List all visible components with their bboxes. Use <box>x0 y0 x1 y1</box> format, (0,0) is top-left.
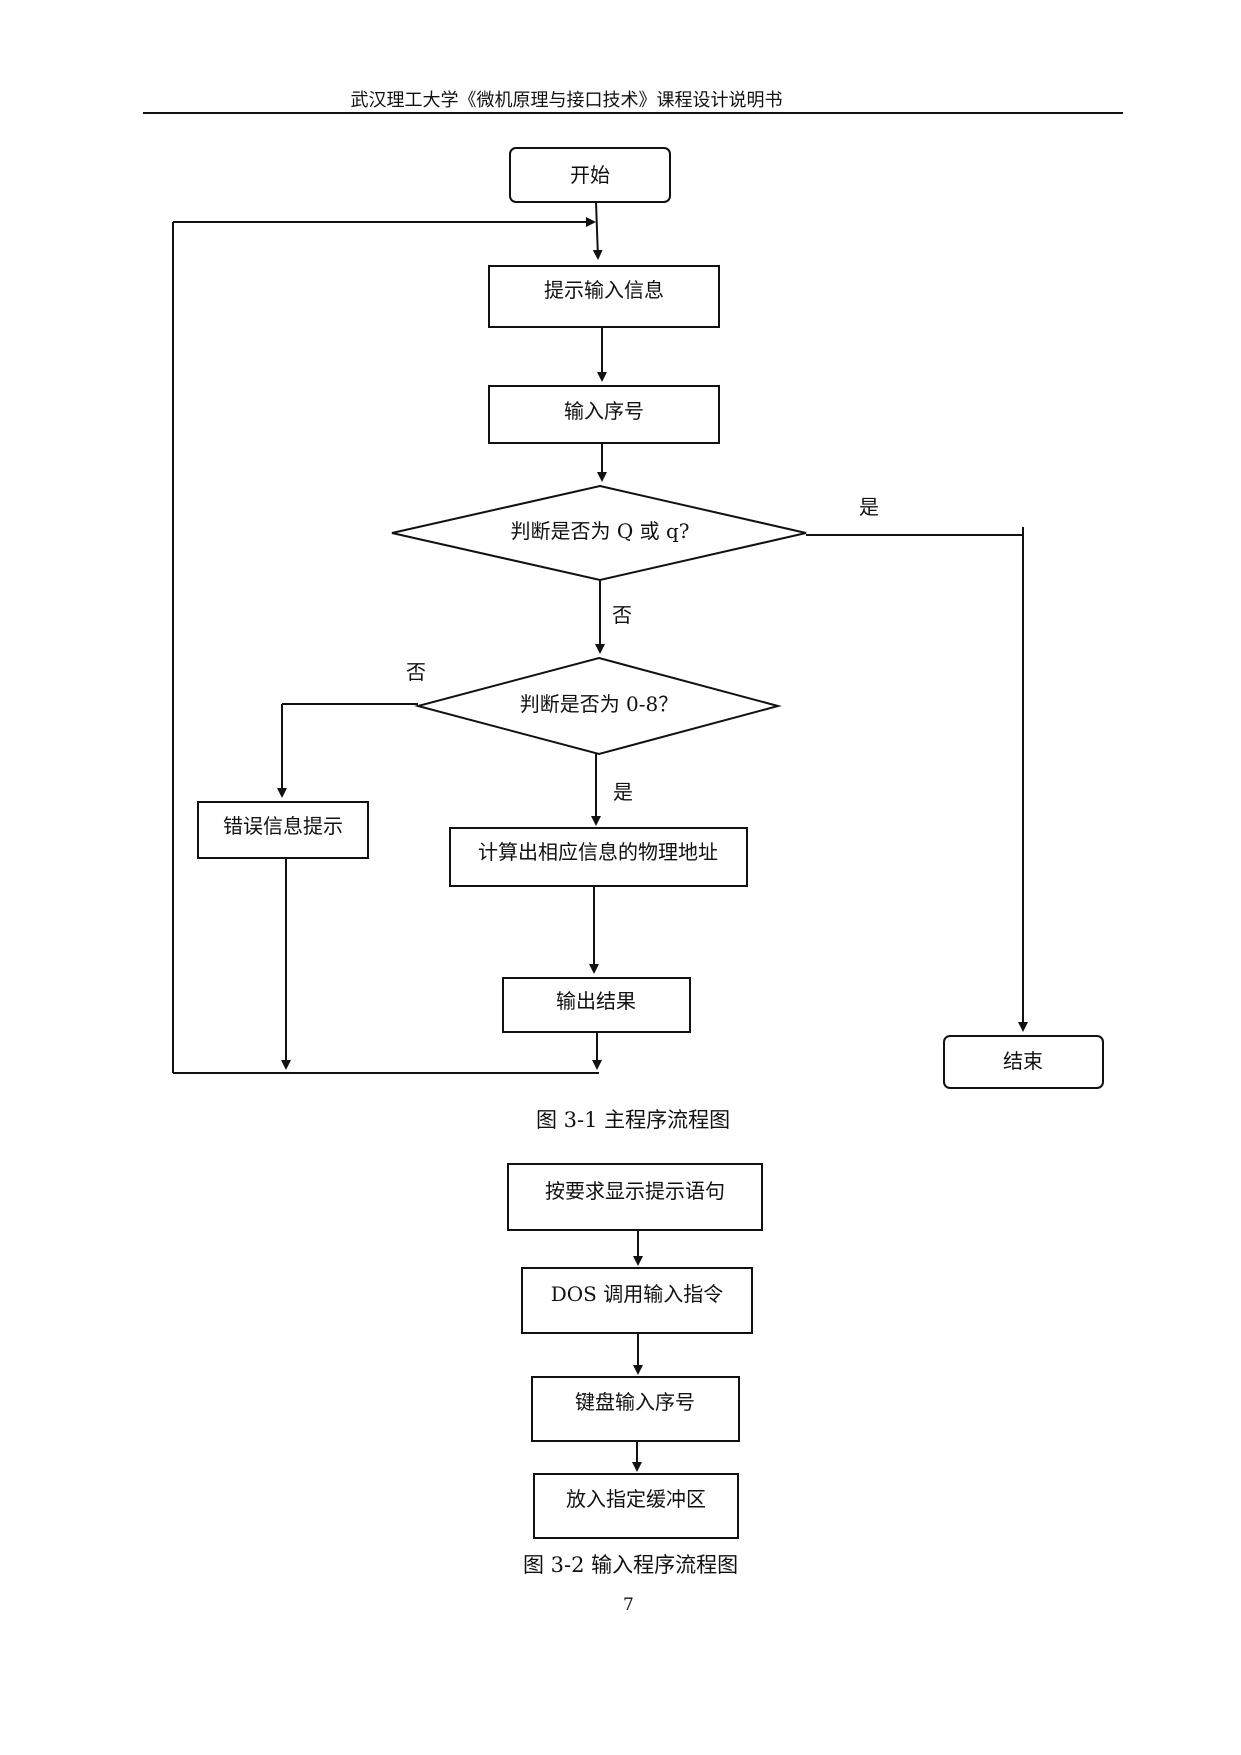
check-range-decision <box>414 656 782 756</box>
check-range-yes-label: 是 <box>613 780 633 804</box>
output-label: 输出结果 <box>556 989 636 1013</box>
error-label: 错误信息提示 <box>223 814 343 838</box>
step1-label: 按要求显示提示语句 <box>545 1179 725 1203</box>
check-range-label: 判断是否为 0-8？ <box>520 692 679 716</box>
start-label: 开始 <box>570 163 610 187</box>
header-rule <box>143 112 1123 114</box>
start-node <box>509 147 671 203</box>
step2-label: DOS 调用输入指令 <box>551 1282 724 1306</box>
output-node <box>502 977 691 1033</box>
figure-3-1: 开始 提示输入信息 输入序号 判断是否为 Q 或 q? 是 否 判断是否为 0-… <box>172 147 1104 1089</box>
step4-label: 放入指定缓冲区 <box>566 1487 706 1511</box>
end-label: 结束 <box>1003 1049 1043 1073</box>
input-number-label: 输入序号 <box>564 399 644 423</box>
figure-3-1-caption: 图 3-1 主程序流程图 <box>536 1108 731 1132</box>
running-header: 武汉理工大学《微机原理与接口技术》课程设计说明书 <box>350 90 783 111</box>
prompt-label: 提示输入信息 <box>544 278 664 302</box>
step3-node <box>531 1376 740 1442</box>
error-node <box>197 801 369 859</box>
figure-3-2: 按要求显示提示语句 DOS 调用输入指令 键盘输入序号 放入指定缓冲区 <box>507 1163 763 1539</box>
step4-node <box>533 1473 739 1539</box>
edge-start-prompt <box>592 201 603 260</box>
check-range-no-label: 否 <box>406 660 426 684</box>
check-q-yes-label: 是 <box>859 495 879 519</box>
input-number-node <box>488 385 720 444</box>
step2-node <box>521 1267 753 1334</box>
step1-node <box>507 1163 763 1231</box>
figure-3-2-caption: 图 3-2 输入程序流程图 <box>523 1553 739 1577</box>
step3-label: 键盘输入序号 <box>575 1390 695 1414</box>
prompt-node <box>488 265 720 328</box>
compute-label: 计算出相应信息的物理地址 <box>478 840 718 864</box>
check-q-no-label: 否 <box>612 603 632 627</box>
compute-node <box>449 827 748 887</box>
check-q-label: 判断是否为 Q 或 q? <box>511 519 690 543</box>
page-number: 7 <box>623 1595 634 1615</box>
end-node <box>943 1035 1104 1089</box>
